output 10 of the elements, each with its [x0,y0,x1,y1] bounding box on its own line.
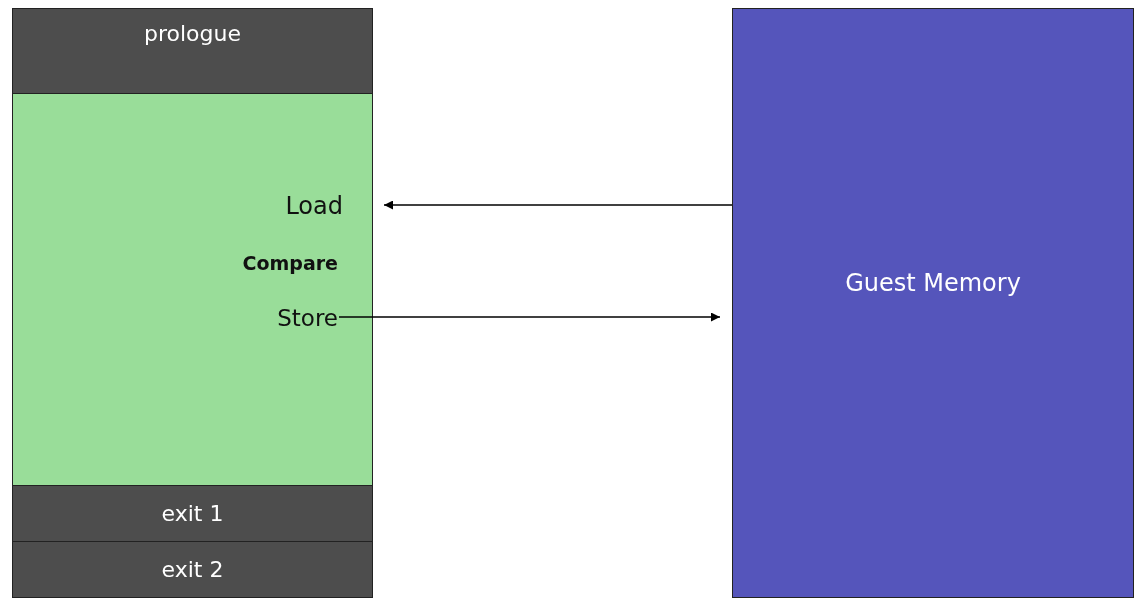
code-block: exit 1 [12,485,373,542]
memory-block: Guest Memory [732,8,1134,598]
code-body-block [12,93,373,486]
arrow [383,200,733,210]
instruction-label: Load [243,188,343,224]
code-block: exit 2 [12,541,373,598]
instruction-label: Store [238,301,338,335]
arrow [338,312,721,322]
code-block: prologue [12,8,373,94]
instruction-label: Compare [173,248,338,278]
